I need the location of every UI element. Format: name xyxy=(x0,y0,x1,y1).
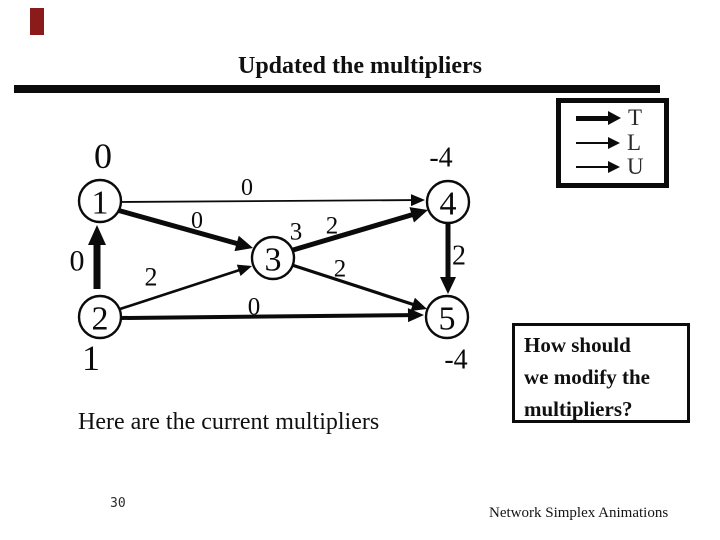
edge-arrowhead-icon xyxy=(440,277,456,294)
edge-arrowhead-icon xyxy=(409,207,428,223)
caption: Here are the current multipliers xyxy=(78,409,380,435)
question-line: we modify the xyxy=(524,365,650,389)
node-multiplier: 1 xyxy=(82,338,100,378)
node-number: 1 xyxy=(92,185,109,222)
node-multiplier: 3 xyxy=(290,219,303,246)
edge-arrowhead-icon xyxy=(236,264,252,277)
node-circle xyxy=(77,294,123,340)
node-number: 5 xyxy=(439,301,456,338)
node-number: 3 xyxy=(265,242,282,279)
legend-row-tree: T xyxy=(561,105,664,130)
arrowhead-icon xyxy=(608,161,620,173)
edge-label: 0 xyxy=(70,245,85,278)
question-box: How should we modify the multipliers? xyxy=(512,323,690,423)
title-rule xyxy=(14,85,660,93)
node-number: 4 xyxy=(440,186,457,223)
edge-label: 0 xyxy=(241,175,253,201)
edge-line xyxy=(120,199,415,203)
edge-arrowhead-icon xyxy=(410,194,425,207)
node-circle xyxy=(424,294,470,340)
accent-bar xyxy=(30,8,44,35)
arrowhead-icon xyxy=(608,111,621,125)
arc-type-legend: T L U xyxy=(556,98,669,188)
edge-line xyxy=(291,263,417,307)
edge-line xyxy=(119,268,242,311)
legend-label: T xyxy=(628,105,643,130)
node-number: 2 xyxy=(92,301,109,338)
edge-arrowhead-icon xyxy=(234,235,253,252)
legend-label: U xyxy=(627,154,644,179)
node-multiplier: -4 xyxy=(429,143,452,174)
node-circle xyxy=(425,179,471,225)
edge-label: 2 xyxy=(452,241,466,272)
footer-brand: Network Simplex Animations xyxy=(489,505,669,521)
thin-arrow-icon xyxy=(576,141,608,144)
edge-arrowhead-icon xyxy=(410,297,427,312)
edge-label: 2 xyxy=(145,263,158,292)
thick-arrow-icon xyxy=(576,115,608,121)
edge-line xyxy=(116,207,241,247)
thin-arrow-icon xyxy=(576,166,608,168)
edge-line xyxy=(120,313,412,320)
node-circle xyxy=(77,178,123,224)
node-multiplier: -4 xyxy=(444,345,467,376)
legend-row-upper: U xyxy=(561,154,664,179)
node-circle xyxy=(250,235,296,281)
legend-label: L xyxy=(627,129,642,155)
arrowhead-icon xyxy=(608,136,620,149)
edge-label: 0 xyxy=(248,294,261,321)
edge-arrowhead-icon xyxy=(407,308,424,323)
slide-title: Updated the multipliers xyxy=(237,53,482,80)
edge-label: 0 xyxy=(191,208,203,234)
edge-arrowhead-icon xyxy=(88,225,106,245)
edge-line xyxy=(292,211,416,253)
edge-label: 2 xyxy=(326,213,339,240)
edge-label: 2 xyxy=(334,256,347,283)
question-line: multipliers? xyxy=(524,397,633,421)
legend-row-lower: L xyxy=(561,129,664,155)
question-line: How should xyxy=(524,333,631,357)
page-number: 30 xyxy=(110,496,126,511)
node-multiplier: 0 xyxy=(94,136,112,176)
